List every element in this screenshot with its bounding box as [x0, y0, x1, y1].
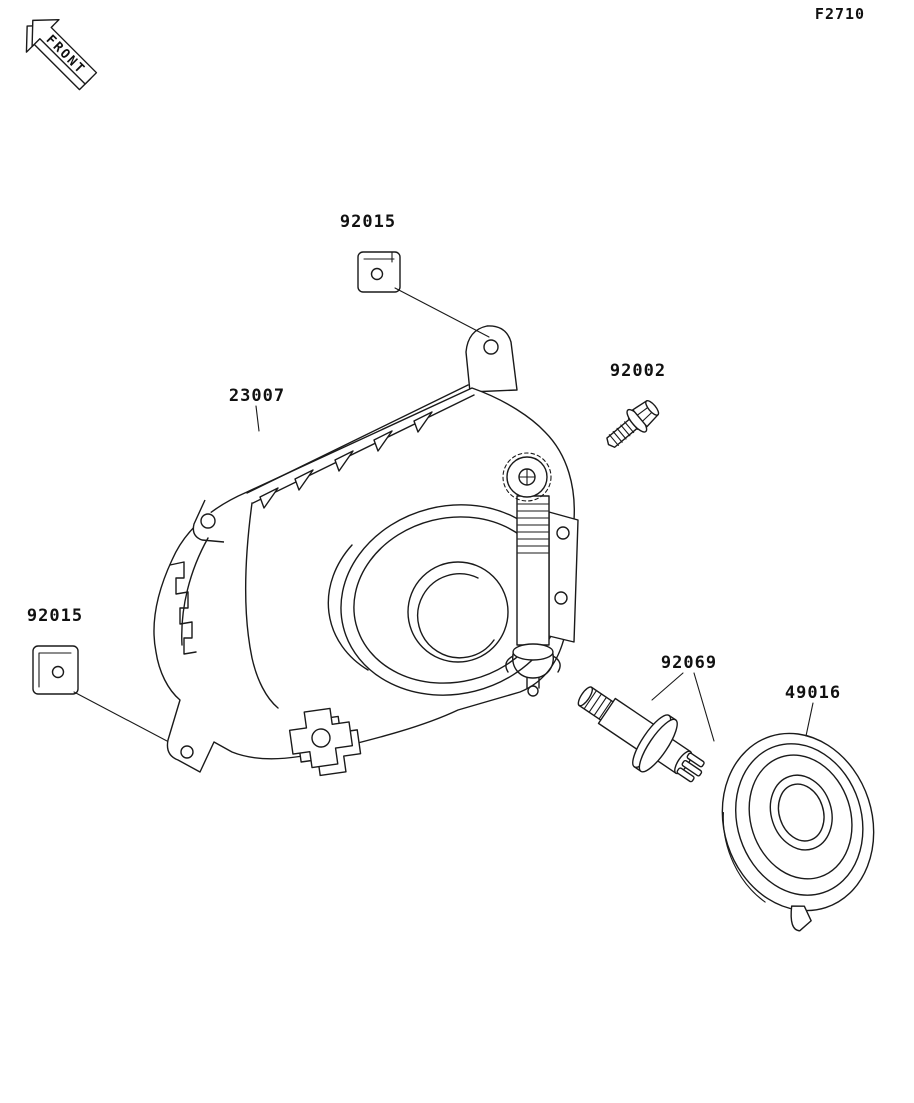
cover-drawing	[721, 732, 875, 932]
clip-top-drawing	[357, 251, 401, 293]
part-label-clip-left: 92015	[27, 606, 83, 626]
front-direction-badge: FRONT	[25, 18, 98, 91]
bulb-drawing	[577, 686, 705, 783]
front-arrow-icon	[31, 18, 98, 85]
bolt-drawing	[606, 399, 660, 448]
part-label-bulb: 92069	[661, 653, 717, 673]
housing-top-bracket	[465, 325, 518, 393]
adjuster-screw-drawing	[502, 452, 579, 697]
part-label-bolt: 92002	[610, 361, 666, 381]
clip-left-drawing	[32, 645, 79, 695]
housing-left-bracket	[192, 499, 225, 543]
housing-cross-socket	[288, 707, 362, 777]
part-label-housing: 23007	[229, 386, 285, 406]
part-label-clip-top: 92015	[340, 212, 396, 232]
housing-outline	[153, 387, 575, 773]
figure-code: F2710	[815, 5, 865, 23]
leader-lines	[73, 287, 814, 742]
part-label-cover: 49016	[785, 683, 841, 703]
headlight-housing-drawing	[153, 325, 579, 777]
